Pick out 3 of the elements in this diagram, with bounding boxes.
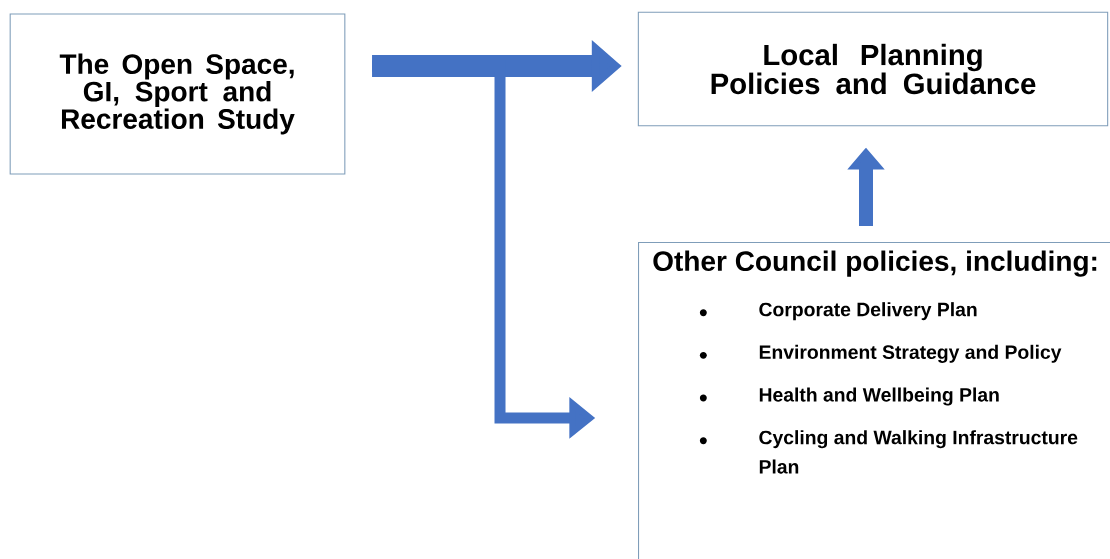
text-box: Local Planning Policies and Guidance [637,11,1109,127]
text-box: The Open Space, GI, Sport and Recreation Study [9,13,346,175]
list-box: Other Council policies, including: Corporate Delivery Plan Environment Strategy and Policy Health and Wellbeing Plan Cycling and Walking Infrastructure Plan [638,242,1110,559]
